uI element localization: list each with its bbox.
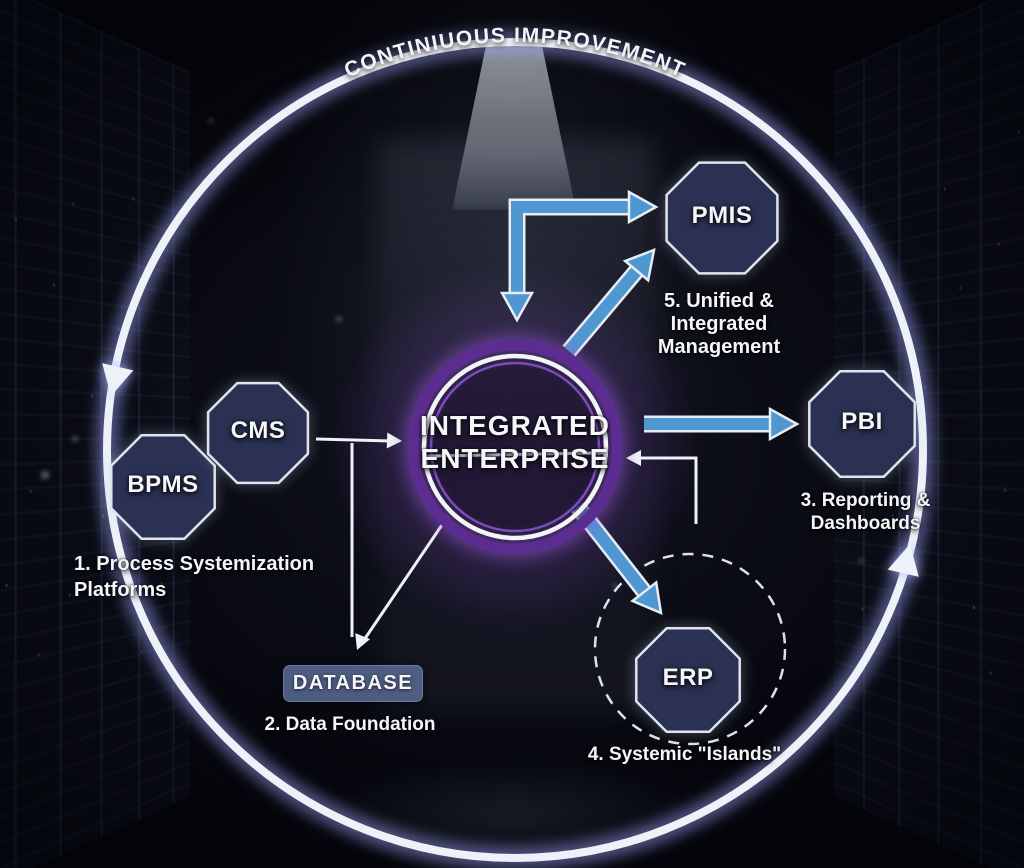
caption-data-foundation: 2. Data Foundation bbox=[264, 714, 436, 735]
hub-fill bbox=[415, 347, 615, 547]
caption-unified-line2: Integrated bbox=[670, 313, 768, 335]
arrow-diagonal-shaft bbox=[564, 264, 644, 355]
arrowhead-to-center-icon bbox=[499, 291, 535, 323]
arrowhead-to-pmis-icon bbox=[627, 189, 659, 225]
node-erp-octagon bbox=[635, 627, 741, 733]
node-bpms-octagon bbox=[110, 434, 216, 540]
cycle-arrowhead-left-icon bbox=[102, 363, 134, 396]
arrow-elbow-shaft bbox=[511, 201, 632, 296]
arrow-elbow-pmis-center bbox=[499, 189, 659, 323]
caption-reporting-line1: 3. Reporting & bbox=[800, 490, 931, 511]
caption-process-line2: Platforms bbox=[74, 579, 167, 601]
continuous-improvement-cycle bbox=[96, 31, 934, 868]
caption-process-line1: 1. Process Systemization bbox=[74, 553, 315, 575]
database-box: DATABASE bbox=[283, 665, 423, 702]
arrowhead-diagonal-pmis-icon bbox=[622, 248, 656, 283]
integrated-enterprise-hub bbox=[404, 336, 626, 558]
connector-cms-arrowhead-icon bbox=[386, 432, 402, 449]
systemic-islands-dashed-circle bbox=[593, 552, 787, 746]
caption-systemic-islands: 4. Systemic "Islands" bbox=[587, 744, 782, 765]
caption-reporting-line2: Dashboards bbox=[810, 513, 921, 534]
node-pmis-octagon bbox=[665, 161, 779, 275]
caption-unified-line1: 5. Unified & bbox=[663, 290, 774, 312]
node-pmis-label: PMIS bbox=[691, 202, 753, 229]
connector-center-to-database bbox=[362, 515, 450, 641]
caption-unified-management: 5. Unified & Integrated Management bbox=[634, 290, 804, 359]
hub-inner-ring bbox=[429, 361, 601, 533]
node-bpms-label: BPMS bbox=[127, 471, 199, 498]
arrowhead-to-erp-icon bbox=[630, 580, 663, 616]
center-title: INTEGRATED ENTERPRISE bbox=[405, 409, 625, 475]
arrow-center-to-pmis bbox=[562, 248, 656, 357]
arrow-center-to-pbi bbox=[644, 406, 800, 442]
caption-reporting-dashboards: 3. Reporting & Dashboards bbox=[783, 489, 948, 535]
node-cms-octagon bbox=[206, 381, 310, 485]
cycle-ring bbox=[103, 38, 927, 862]
connector-cms-to-center bbox=[315, 437, 393, 443]
connector-erp-to-center bbox=[634, 456, 698, 524]
cycle-arrowhead-right-icon bbox=[887, 544, 919, 577]
hub-purple-ring bbox=[407, 339, 623, 555]
node-pbi-octagon bbox=[808, 370, 916, 478]
connector-database-arrowhead-icon bbox=[355, 633, 371, 650]
node-pbi-label: PBI bbox=[841, 408, 883, 435]
caption-unified-line3: Management bbox=[657, 336, 781, 358]
hub-white-ring bbox=[421, 353, 609, 541]
node-erp-label: ERP bbox=[662, 664, 714, 691]
arrowhead-to-pbi-icon bbox=[768, 406, 800, 442]
system-nodes bbox=[110, 161, 916, 733]
caption-process-systemization: 1. Process Systemization Platforms bbox=[74, 551, 324, 603]
connector-erp-arrowhead-icon bbox=[626, 450, 641, 466]
node-cms-label: CMS bbox=[230, 417, 286, 444]
center-title-line1: INTEGRATED bbox=[420, 410, 610, 441]
center-title-line2: ENTERPRISE bbox=[420, 443, 610, 474]
white-connectors bbox=[315, 432, 698, 650]
